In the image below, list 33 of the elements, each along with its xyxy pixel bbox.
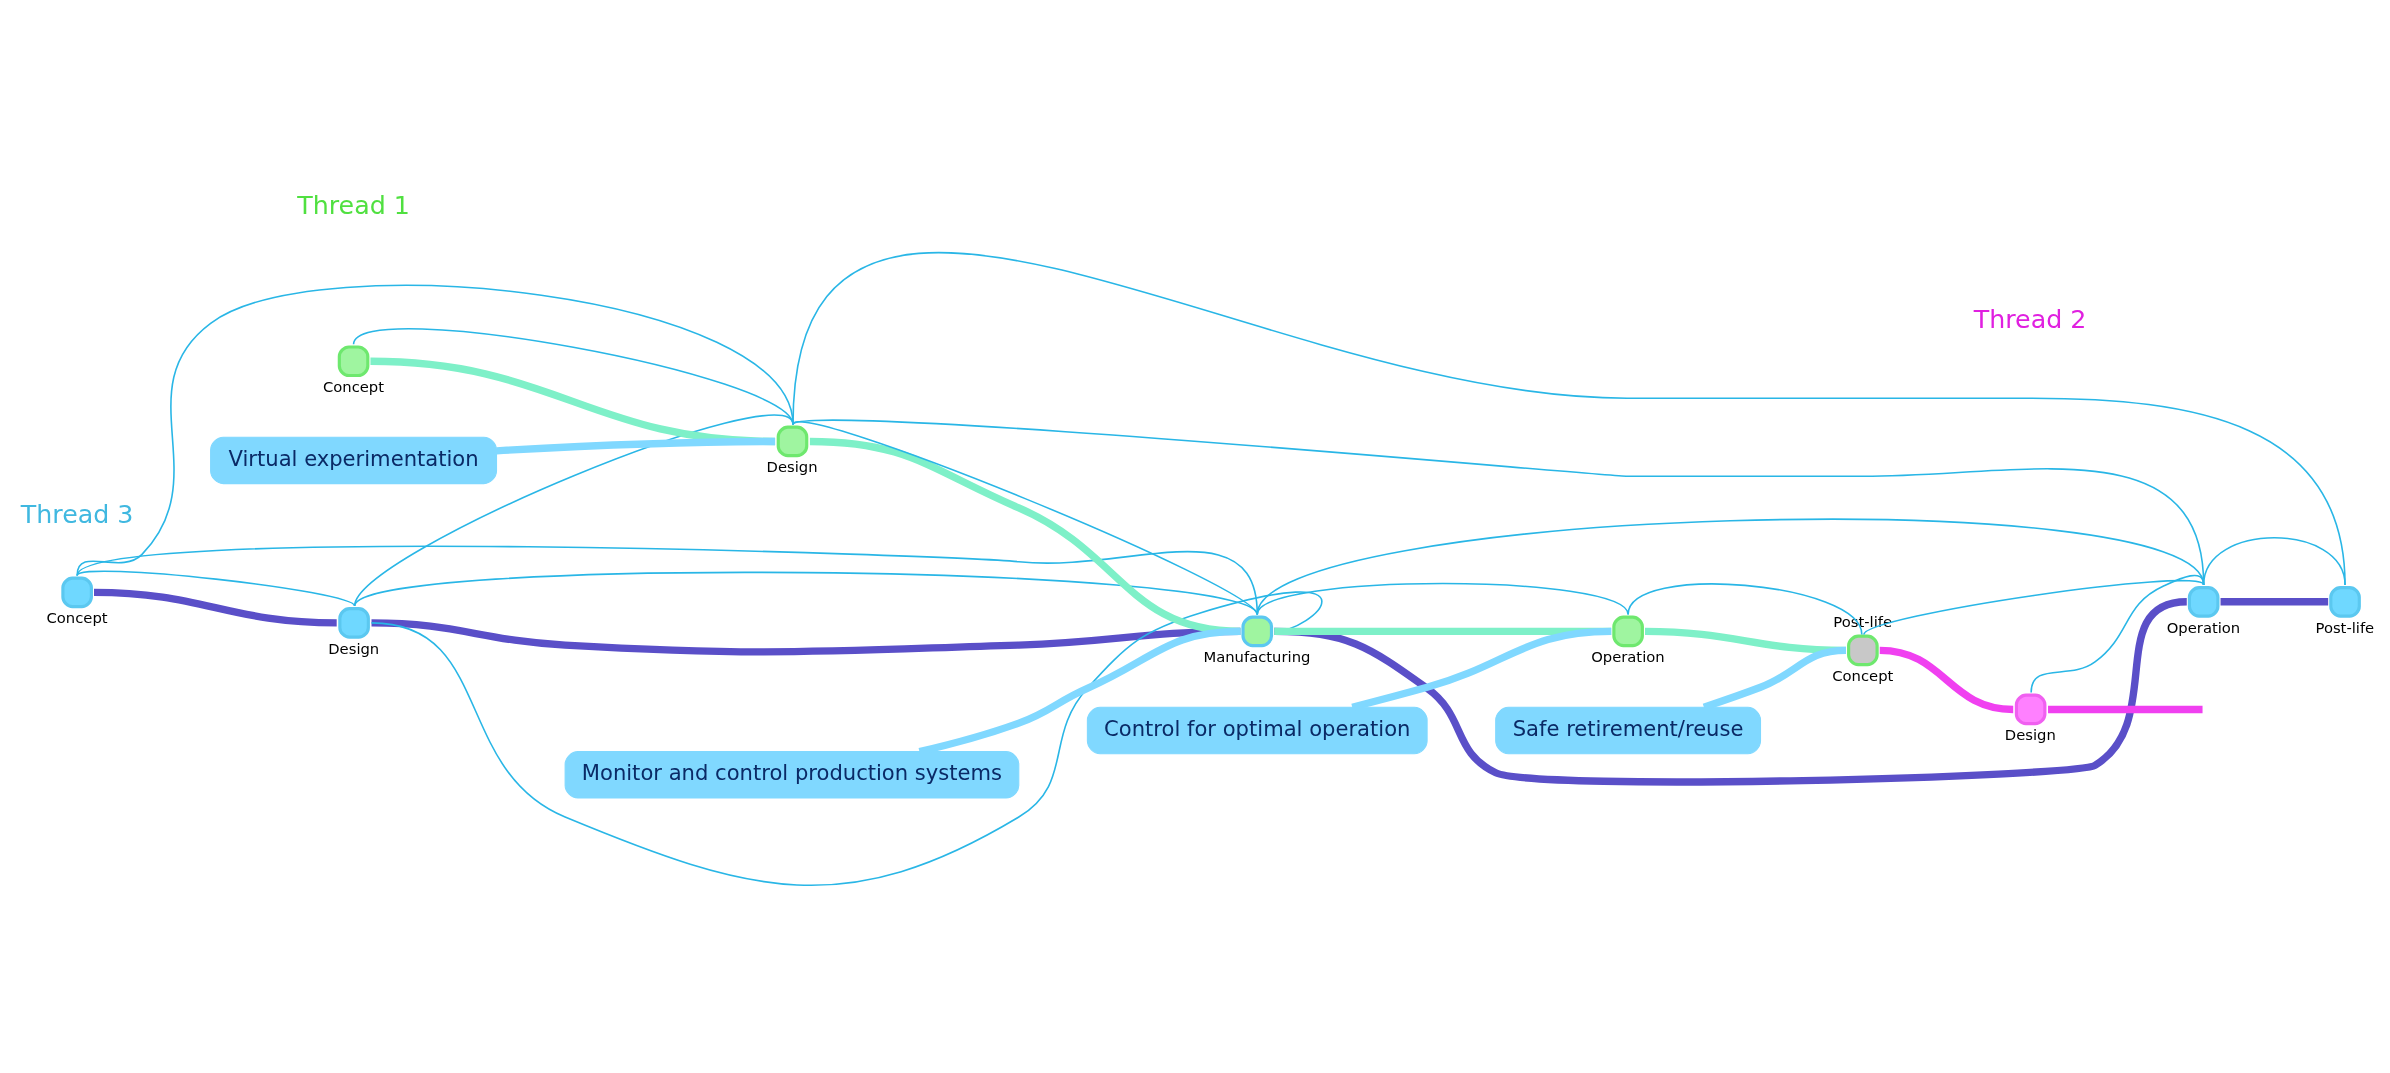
node-label: Post-life — [2315, 618, 2375, 636]
node-box: Control for optimal operation — [1086, 706, 1428, 754]
label: Thread 3 — [20, 498, 134, 529]
node-label: Design — [328, 639, 380, 657]
node-label: Manufacturing — [1203, 647, 1311, 665]
connector — [2202, 536, 2346, 586]
connector — [1256, 582, 1629, 615]
label: Thread 2 — [1973, 303, 2087, 334]
connector — [2030, 574, 2205, 693]
node-label: Design — [766, 457, 818, 475]
node-box: Safe retirement/reuse — [1495, 706, 1762, 754]
node-label: Operation — [1591, 647, 1665, 665]
connector — [792, 420, 1259, 615]
node-label: Concept — [46, 608, 108, 626]
connector — [370, 590, 1323, 886]
connector — [1256, 518, 2205, 615]
connector — [1879, 646, 2014, 713]
node-box: Monitor and control production systems — [564, 750, 1020, 799]
connector — [1627, 582, 1863, 635]
connector — [353, 414, 794, 607]
node-label: Operation — [2166, 618, 2241, 636]
node-label: Design — [2004, 725, 2056, 743]
node-label: Concept — [322, 377, 385, 395]
connector — [76, 569, 356, 607]
node-label: Concept — [1832, 666, 1894, 684]
node-box: Virtual experimentation — [210, 436, 498, 484]
connector — [1863, 579, 2205, 635]
connector — [76, 284, 794, 576]
connector — [496, 437, 776, 454]
connector — [792, 251, 2346, 586]
label: Thread 1 — [297, 189, 410, 220]
connector — [1702, 646, 1847, 711]
connector — [1351, 627, 1612, 711]
